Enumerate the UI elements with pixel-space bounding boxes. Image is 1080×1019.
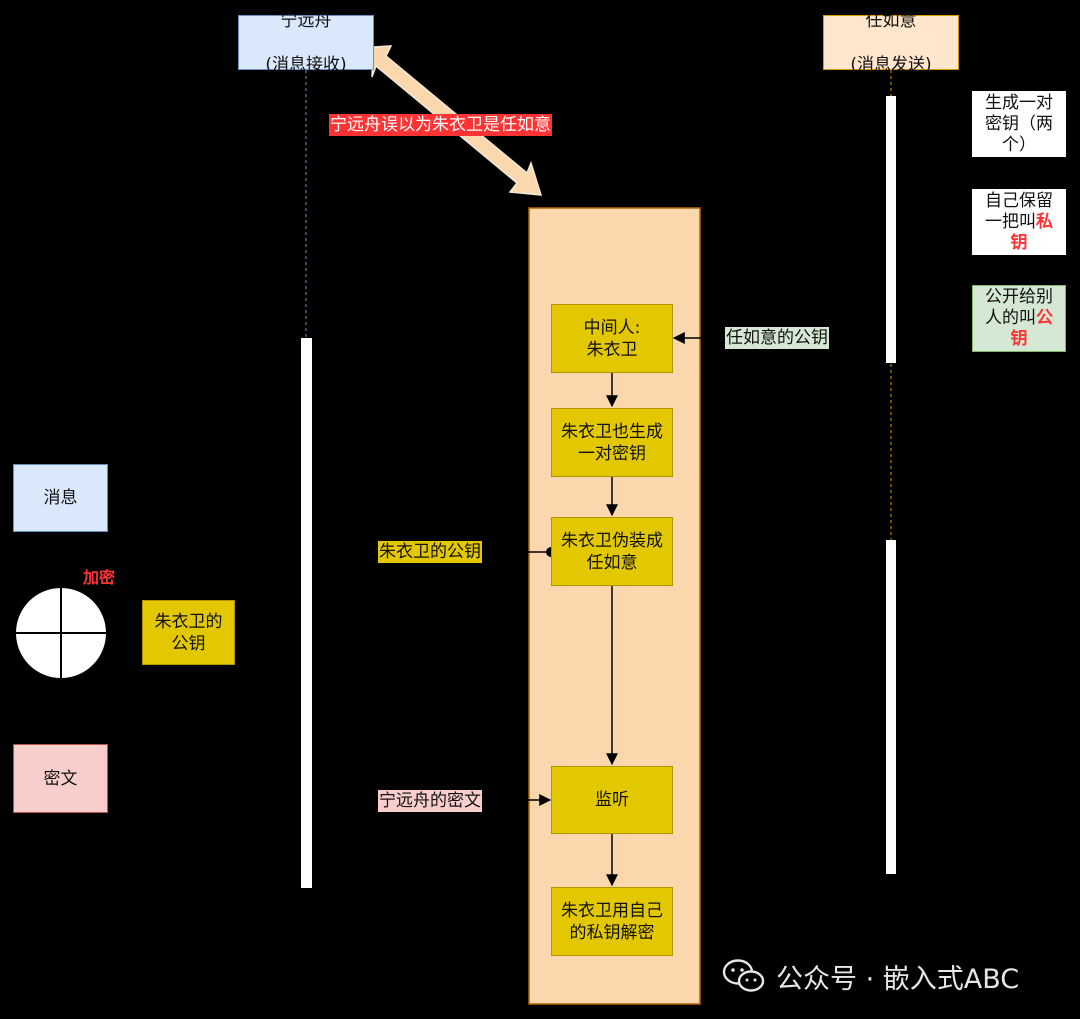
- step-also-generates-keys: 朱衣卫也生成 一对密钥: [551, 408, 673, 477]
- note-private-key-word: 私 钥: [1010, 211, 1054, 253]
- zhu-public-key-box: 朱衣卫的 公钥: [142, 600, 235, 665]
- note-keep-private: 自己保留 一把叫私 钥: [972, 189, 1066, 255]
- sender-role: (消息发送): [850, 54, 932, 75]
- ciphertext-box: 密文: [13, 744, 108, 813]
- note-give-public: 公开给别 人的叫公 钥: [972, 285, 1066, 352]
- step-eavesdrop: 监听: [551, 766, 673, 834]
- receiver-name: 宁远舟: [280, 10, 332, 31]
- sender-activation-bar-top: [886, 96, 896, 363]
- note-give-public-text: 公开给别 人的叫: [985, 287, 1053, 328]
- misconception-banner: 宁远舟误以为朱衣卫是任如意: [329, 114, 552, 136]
- sender-activation-bar-bottom: [886, 540, 896, 874]
- label-zhu-public-key: 朱衣卫的公钥: [378, 541, 482, 563]
- cipher-to-receiver-line: [105, 777, 301, 801]
- step-disguise: 朱衣卫伪装成 任如意: [551, 517, 673, 586]
- note-generate-keypair: 生成一对 密钥（两 个）: [972, 91, 1066, 157]
- watermark-text: 公众号 · 嵌入式ABC: [776, 963, 1020, 995]
- watermark: 公众号 · 嵌入式ABC: [722, 954, 1019, 998]
- note-keep-private-text: 自己保留 一把叫: [985, 190, 1053, 232]
- receiver-role: (消息接收): [265, 54, 347, 75]
- sender-actor-box: 任如意 (消息发送): [823, 11, 959, 75]
- label-sender-public-key: 任如意的公钥: [725, 327, 829, 349]
- message-box: 消息: [13, 464, 108, 532]
- sender-name: 任如意: [865, 10, 917, 31]
- wechat-icon: [722, 959, 765, 992]
- note-public-key-word: 公 钥: [1010, 308, 1054, 349]
- label-receiver-ciphertext: 宁远舟的密文: [378, 790, 482, 812]
- step-middleman: 中间人: 朱衣卫: [551, 304, 673, 373]
- encrypt-label: 加密: [83, 568, 116, 587]
- receiver-actor-box: 宁远舟 (消息接收): [238, 11, 374, 75]
- step-decrypt: 朱衣卫用自己 的私钥解密: [551, 887, 673, 956]
- receiver-activation-bar: [301, 338, 312, 888]
